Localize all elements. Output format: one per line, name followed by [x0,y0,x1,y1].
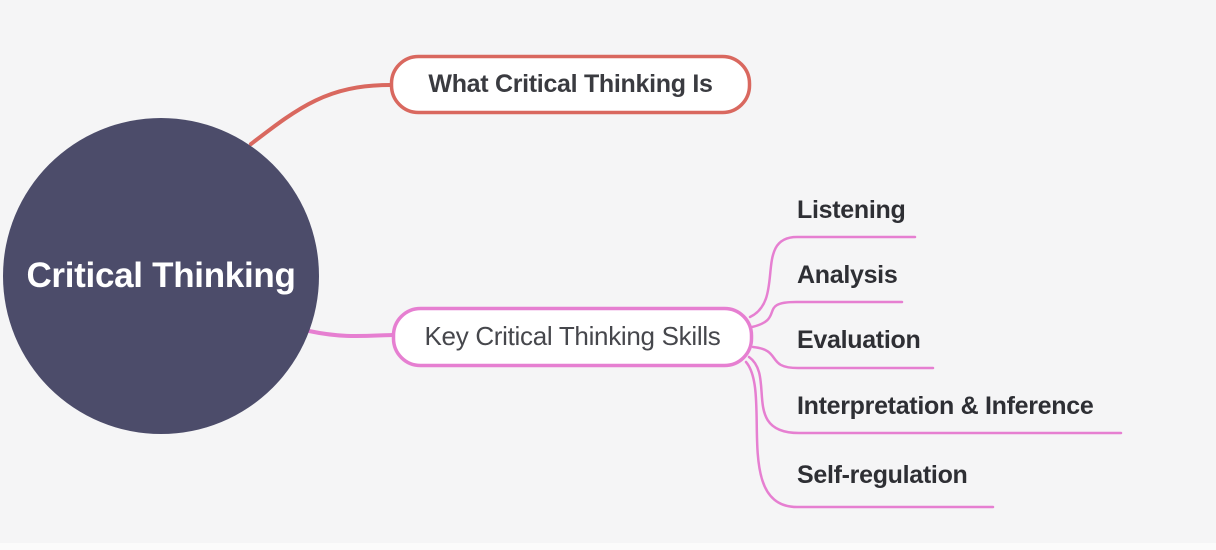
subtopic-label-analysis[interactable]: Analysis [797,260,898,289]
connector-skills-to-evaluation [751,345,935,370]
connector-skills-to-self-regulation [744,360,995,509]
root-topic-label[interactable]: Critical Thinking [26,256,296,295]
connector-skills-to-analysis [750,300,904,329]
root-topic-circle[interactable] [3,118,319,434]
connector-root-to-key-skills [307,329,394,339]
subtopic-label-self-regulation[interactable]: Self-regulation [797,460,968,489]
topic-node-key-critical-thinking-skills[interactable] [391,306,754,368]
connector-skills-to-listening [748,235,917,319]
subtopic-label-listening[interactable]: Listening [797,195,906,224]
subtopic-label-evaluation[interactable]: Evaluation [797,325,921,354]
topic-label-what-critical-thinking-is[interactable]: What Critical Thinking Is [428,70,713,98]
connector-root-to-what-critical-thinking-is [249,83,392,146]
bottom-strip [0,543,1216,550]
topic-node-what-critical-thinking-is[interactable] [389,54,752,115]
connector-skills-to-interpretation-inference [747,355,1123,435]
subtopic-label-interpretation-inference[interactable]: Interpretation & Inference [797,391,1094,420]
topic-label-key-critical-thinking-skills[interactable]: Key Critical Thinking Skills [424,321,721,351]
